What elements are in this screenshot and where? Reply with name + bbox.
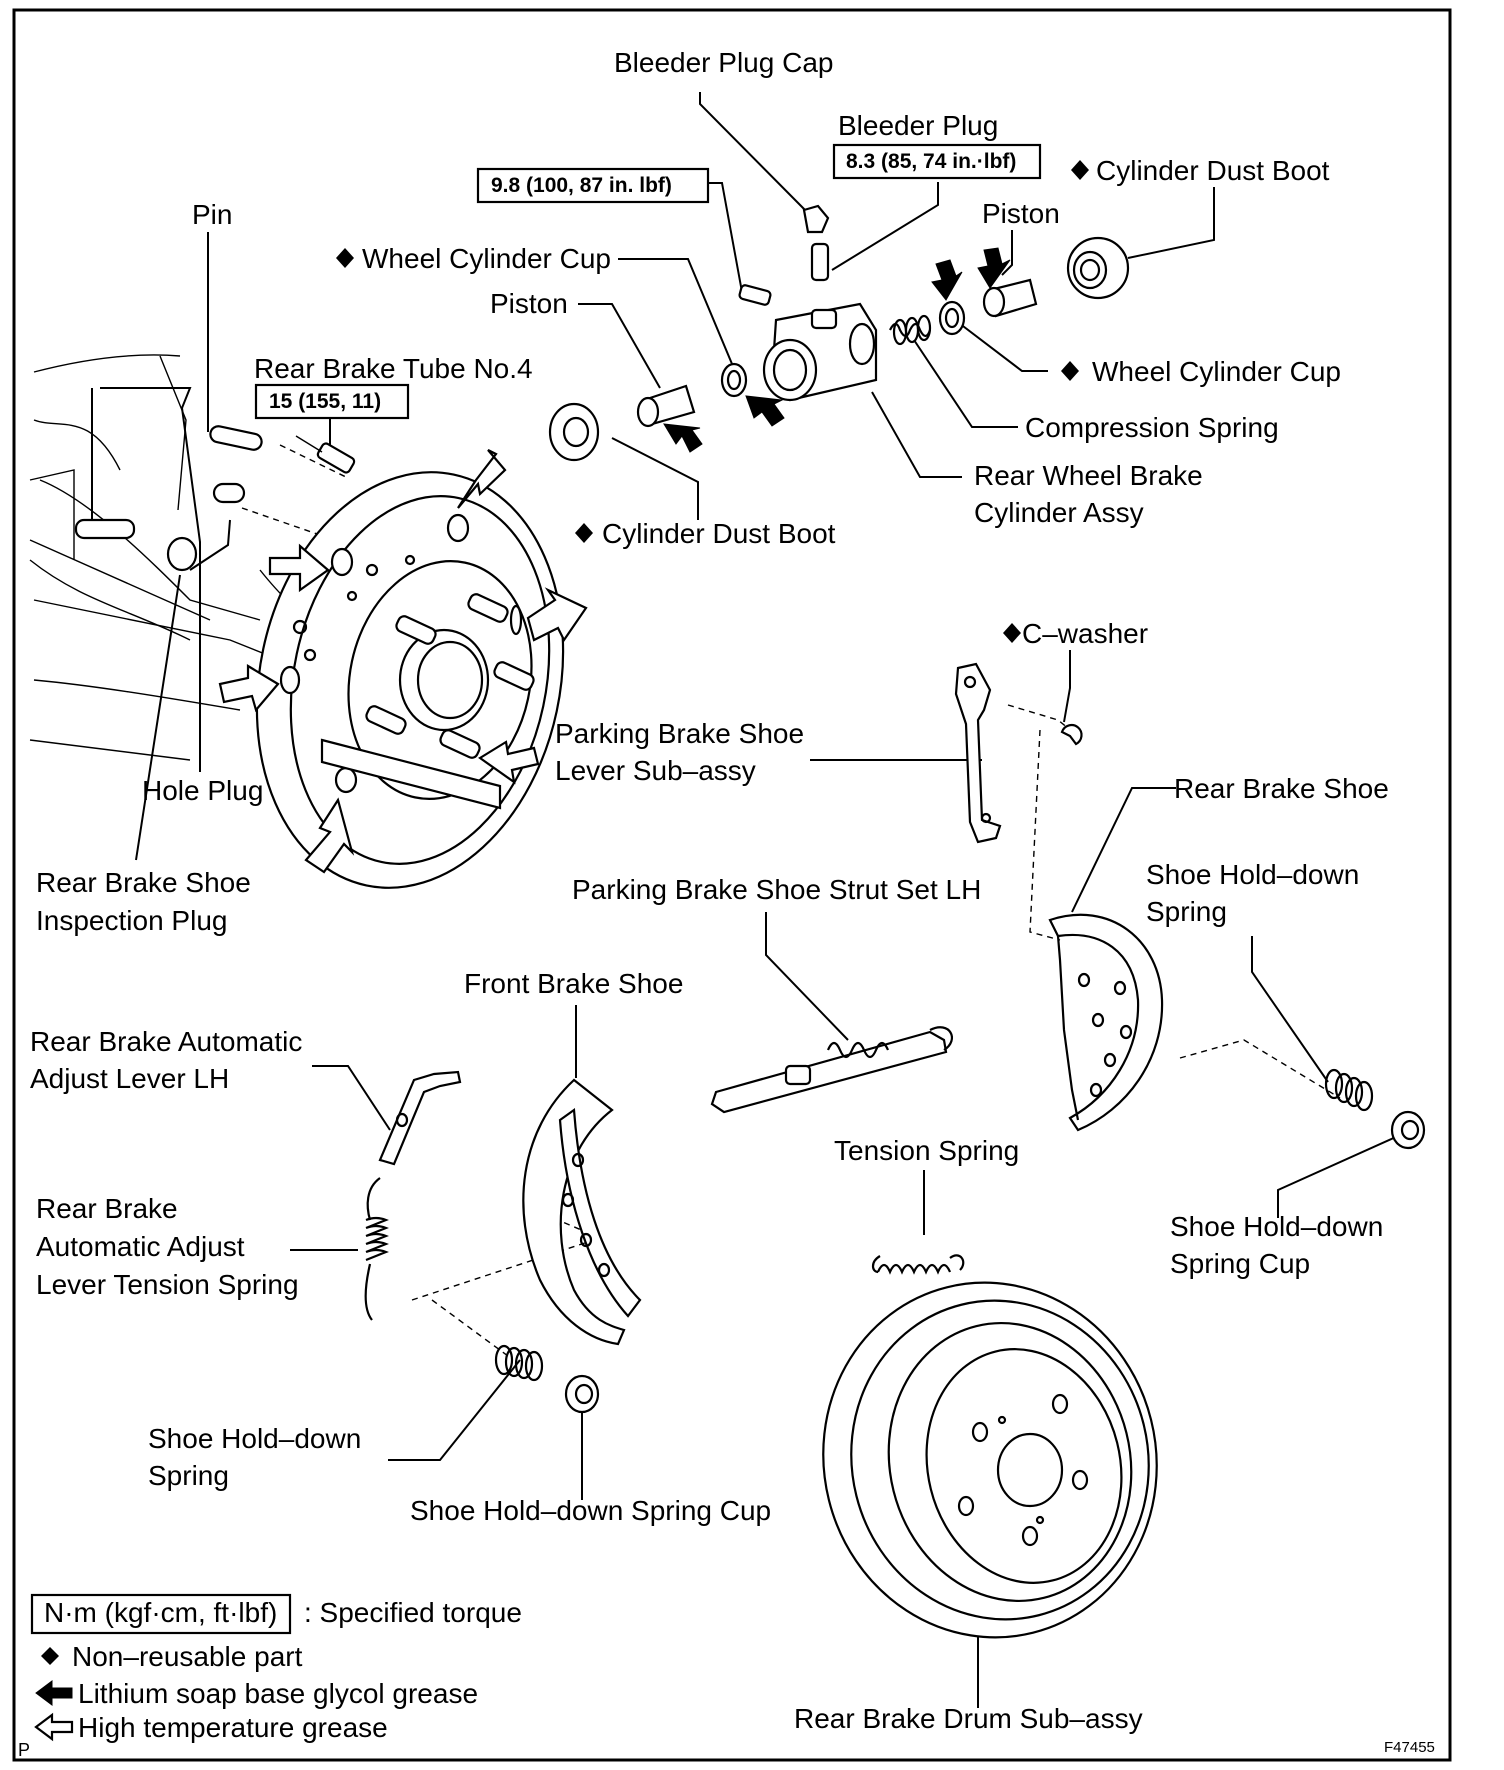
figure-frame	[12, 8, 1452, 1762]
wheel-cylinder-group	[548, 204, 1130, 462]
auto-adjust-lever-part	[378, 1070, 462, 1166]
label-c-washer: C–washer	[1022, 618, 1148, 649]
torque-tube: 15 (155, 11)	[269, 390, 381, 413]
label-rear-wheel-brake-cyl-1: Rear Wheel Brake	[974, 460, 1203, 491]
label-cylinder-dust-boot-mid: Cylinder Dust Boot	[602, 518, 836, 549]
right-holddown-group	[1324, 1068, 1426, 1150]
auto-adjust-spring-part	[364, 1177, 389, 1321]
label-auto-adjust-lever-2: Adjust Lever LH	[30, 1063, 229, 1094]
label-holddown-spring-r2: Spring	[1146, 896, 1227, 927]
label-pin: Pin	[192, 199, 232, 230]
label-bleeder-plug: Bleeder Plug	[838, 110, 998, 141]
non-reusable-diamond	[336, 248, 354, 268]
label-wheel-cylinder-cup-right: Wheel Cylinder Cup	[1092, 356, 1341, 387]
lithium-grease-arrows	[663, 247, 1011, 453]
legend-hollow-arrow-icon	[34, 1712, 74, 1742]
non-reusable-diamond	[1003, 623, 1021, 643]
leader-lines	[91, 92, 1399, 1708]
legend-lithium: Lithium soap base glycol grease	[78, 1678, 478, 1709]
torque-bleeder-cap: 9.8 (100, 87 in. lbf)	[491, 174, 672, 197]
parking-lever-group	[954, 662, 1083, 844]
legend-non-reusable: Non–reusable part	[72, 1641, 303, 1672]
torque-box-tube	[254, 383, 410, 420]
strut-set-part	[710, 1026, 953, 1114]
suspension-background	[29, 354, 351, 761]
label-parking-lever-1: Parking Brake Shoe	[555, 718, 804, 749]
torque-box-bleeder-plug	[832, 143, 1042, 180]
label-rear-brake-tube: Rear Brake Tube No.4	[254, 353, 533, 384]
label-piston-left: Piston	[490, 288, 568, 319]
torque-bleeder-plug: 8.3 (85, 74 in.·lbf)	[846, 150, 1016, 173]
non-reusable-diamond	[575, 523, 593, 543]
legend-high-temp: High temperature grease	[78, 1712, 388, 1743]
high-temp-grease-arrows	[218, 449, 588, 874]
corner-p: P	[18, 1740, 30, 1760]
label-auto-adjust-spring-3: Lever Tension Spring	[36, 1269, 299, 1300]
label-holddown-cup-r1: Shoe Hold–down	[1170, 1211, 1383, 1242]
legend-torque-desc: : Specified torque	[304, 1597, 522, 1628]
rear-brake-shoe-part	[1048, 913, 1164, 1132]
label-holddown-spring-l2: Spring	[148, 1460, 229, 1491]
legend-solid-arrow-icon	[35, 1680, 73, 1706]
label-inspection-plug-1: Rear Brake Shoe	[36, 867, 251, 898]
label-brake-drum: Rear Brake Drum Sub–assy	[794, 1703, 1143, 1734]
label-rear-brake-shoe: Rear Brake Shoe	[1174, 773, 1389, 804]
label-piston-right: Piston	[982, 198, 1060, 229]
figure-id: F47455	[1384, 1739, 1435, 1756]
label-tension-spring: Tension Spring	[834, 1135, 1019, 1166]
label-inspection-plug-2: Inspection Plug	[36, 905, 227, 936]
label-front-brake-shoe: Front Brake Shoe	[464, 968, 683, 999]
label-holddown-cup-r2: Spring Cup	[1170, 1248, 1310, 1279]
label-compression-spring: Compression Spring	[1025, 412, 1279, 443]
label-wheel-cylinder-cup-left: Wheel Cylinder Cup	[362, 243, 611, 274]
brake-drum-part	[822, 1281, 1158, 1639]
legend-torque-unit: N·m (kgf·cm, ft·lbf)	[44, 1597, 277, 1628]
label-bleeder-plug-cap: Bleeder Plug Cap	[614, 47, 833, 78]
left-holddown-group	[494, 1344, 600, 1414]
non-reusable-diamond	[1071, 160, 1089, 180]
label-auto-adjust-spring-1: Rear Brake	[36, 1193, 178, 1224]
label-holddown-cup-l: Shoe Hold–down Spring Cup	[410, 1495, 771, 1526]
label-auto-adjust-lever-1: Rear Brake Automatic	[30, 1026, 302, 1057]
tension-spring-part	[871, 1254, 965, 1275]
label-parking-lever-2: Lever Sub–assy	[555, 755, 756, 786]
label-auto-adjust-spring-2: Automatic Adjust	[36, 1231, 245, 1262]
front-brake-shoe-part	[522, 1078, 642, 1346]
non-reusable-diamond	[1061, 361, 1079, 381]
label-strut-set: Parking Brake Shoe Strut Set LH	[572, 874, 981, 905]
legend-diamond-icon	[41, 1647, 59, 1665]
dashed-guides	[241, 444, 1341, 1357]
label-hole-plug: Hole Plug	[142, 775, 263, 806]
backing-plate	[255, 435, 565, 889]
label-holddown-spring-l1: Shoe Hold–down	[148, 1423, 361, 1454]
torque-box-bleeder-cap	[476, 167, 710, 204]
legend-torque-box	[30, 1593, 292, 1635]
label-cylinder-dust-boot-top: Cylinder Dust Boot	[1096, 155, 1330, 186]
label-rear-wheel-brake-cyl-2: Cylinder Assy	[974, 497, 1144, 528]
label-holddown-spring-r1: Shoe Hold–down	[1146, 859, 1359, 890]
